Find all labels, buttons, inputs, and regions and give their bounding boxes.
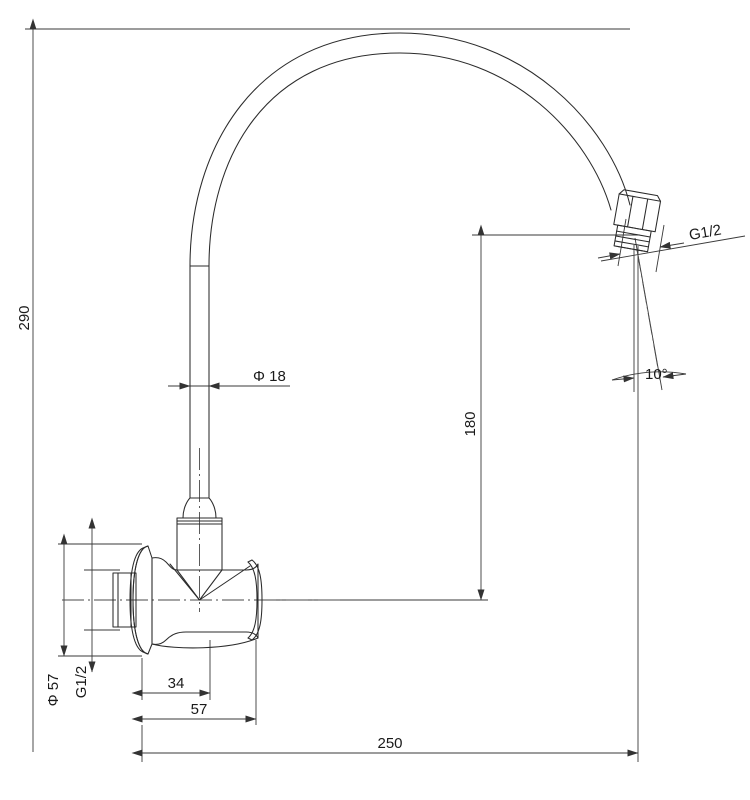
outlet-tip-edge: [616, 245, 646, 252]
label-height-290: 290: [16, 305, 33, 330]
center-lines-group: [62, 249, 661, 612]
angle-arc-10deg: [611, 371, 687, 381]
ext-line-g12-b: [655, 224, 665, 273]
dimension-lines-group: [25, 18, 746, 762]
outlet-nut-assembly: [613, 189, 662, 253]
base-collar-taper: [182, 497, 217, 519]
label-reach-250: 250: [377, 735, 402, 752]
elbow-end-cap-inner: [247, 561, 258, 639]
outlet-nut-chamfer: [618, 189, 662, 202]
gooseneck-inner-arc: [208, 52, 612, 267]
outlet-thread-ridge-1: [616, 230, 651, 238]
outlet-nut-hex-body: [613, 193, 662, 233]
angle-arrow-right: [662, 372, 687, 380]
label-flange-diameter-57: Φ 57: [45, 674, 62, 707]
elbow-end-cap-bottom: [247, 637, 253, 641]
wall-flange-plate-inner: [129, 547, 144, 653]
label-offset-57: 57: [191, 701, 208, 718]
leader-line-g12-top: [600, 235, 746, 262]
label-thread-g12-outlet: G1/2: [688, 222, 723, 244]
elbow-bottom-belly: [151, 637, 259, 649]
centerline-outlet-axis: [636, 249, 661, 381]
elbow-end-cap-top: [247, 559, 253, 563]
label-offset-34: 34: [168, 675, 185, 692]
label-thread-g12-inlet: G1/2: [73, 666, 90, 699]
faucet-outline-group: [112, 32, 662, 655]
elbow-intersect-left-2: [169, 563, 201, 601]
label-height-180: 180: [462, 411, 479, 436]
outlet-nut-facet-right: [641, 198, 649, 231]
gooseneck-outer-arc: [189, 32, 631, 267]
outlet-thread-ridge-2: [615, 235, 650, 243]
dim-arrow-g12-left: [597, 252, 621, 260]
elbow-intersect-right-2: [198, 565, 251, 601]
wall-flange-outer-rim: [132, 545, 153, 655]
angle-arrow-left: [611, 375, 635, 383]
elbow-intersect-right: [198, 569, 223, 601]
dimension-labels-group: 290 Φ 18 G1/2 10° 180 Φ 57 G1/2 34 57 25…: [16, 222, 723, 752]
outlet-nut-facet-left: [627, 195, 634, 228]
elbow-end-cap: [251, 559, 263, 641]
dim-arrow-g12-right: [659, 241, 685, 249]
label-angle-10deg: 10°: [645, 366, 668, 383]
inlet-nipple-body: [112, 572, 137, 628]
outlet-thread-ridge-3: [614, 240, 649, 248]
elbow-body-outline: [151, 557, 259, 645]
label-diameter-18: Φ 18: [253, 368, 286, 385]
outlet-thread-body: [613, 224, 652, 253]
